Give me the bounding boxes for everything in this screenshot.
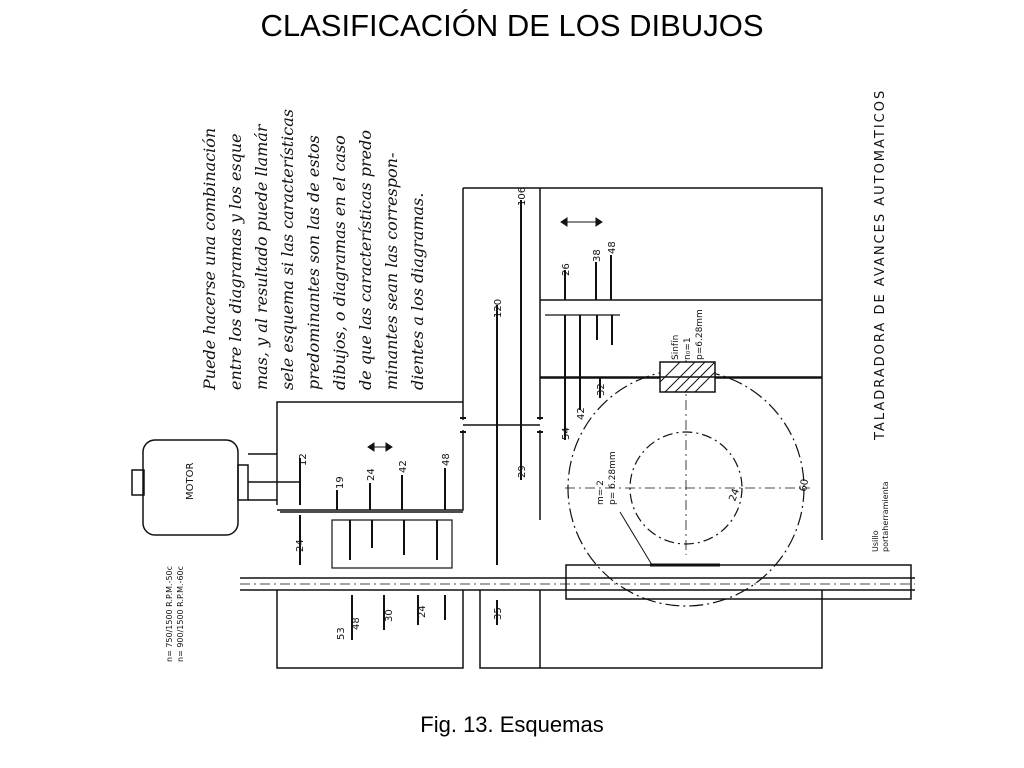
gear-label-48a: 48 bbox=[441, 453, 452, 466]
gear-label-32: 32 bbox=[596, 383, 607, 396]
worm-label-line-2: n₀=1 bbox=[683, 337, 693, 360]
gear-label-24c: 24 bbox=[417, 605, 428, 618]
note-line-8: minantes sean las correspon- bbox=[382, 153, 401, 390]
gear-label-12: 12 bbox=[298, 453, 309, 466]
note-line-4: sele esquema si las características bbox=[278, 109, 297, 390]
speed-notes: n= 750/1500 R.P.M.-50c n= 900/1500 R.P.M… bbox=[165, 566, 185, 662]
gear-label-54: 54 bbox=[561, 427, 572, 440]
speed-note-60c: n= 900/1500 R.P.M.-60c bbox=[176, 566, 185, 662]
tool-spindle bbox=[240, 563, 915, 600]
tool-spindle-line-2: portaherramienta bbox=[881, 481, 890, 552]
gear-label-48c: 48 bbox=[607, 241, 618, 254]
gear-module-label: m= 2 p= 6.28mm bbox=[596, 451, 618, 505]
tool-spindle-line-1: Usillo bbox=[871, 530, 880, 552]
worm-label-line-1: Sinfín bbox=[671, 335, 681, 360]
worm-label-line-3: p=6.28mm bbox=[695, 309, 705, 360]
left-gear-cluster bbox=[280, 442, 463, 640]
gear-module-line-2: p= 6.28mm bbox=[608, 451, 618, 505]
note-line-2: entre los diagramas y los esque bbox=[226, 133, 245, 390]
gear-label-24a: 24 bbox=[366, 468, 377, 481]
gear-label-26: 26 bbox=[561, 263, 572, 276]
gear-label-120: 120 bbox=[493, 299, 504, 318]
motor-label: MOTOR bbox=[185, 463, 196, 500]
motor: MOTOR bbox=[131, 439, 300, 536]
note-line-5: predominantes son las de estos bbox=[304, 135, 323, 390]
gear-label-106: 106 bbox=[517, 187, 528, 206]
gear-label-35: 35 bbox=[493, 607, 504, 620]
gear-label-53: 53 bbox=[336, 627, 347, 640]
note-line-6: dibujos, o diagramas en el caso bbox=[330, 135, 349, 390]
note-line-7: de que las características predo bbox=[356, 130, 375, 390]
gear-label-60: 60 bbox=[798, 478, 811, 492]
tool-spindle-label: Usillo portaherramienta bbox=[871, 481, 890, 552]
slide-title: CLASIFICACIÓN DE LOS DIBUJOS bbox=[260, 8, 764, 43]
gear-label-42a: 42 bbox=[398, 460, 409, 473]
gear-labels: 12 19 24 42 48 24 53 48 30 24 106 120 29… bbox=[295, 187, 811, 640]
note-line-9: dientes a los diagramas. bbox=[408, 193, 427, 390]
figure-caption: Fig. 13. Esquemas bbox=[420, 712, 604, 737]
gear-label-24b: 24 bbox=[295, 539, 306, 552]
side-title: TALADRADORA DE AVANCES AUTOMATICOS bbox=[873, 89, 888, 441]
handwritten-note: Puede hacerse una combinación entre los … bbox=[200, 109, 427, 391]
note-line-1: Puede hacerse una combinación bbox=[200, 128, 219, 391]
gear-label-24d: 24 bbox=[727, 487, 742, 503]
gear-label-19: 19 bbox=[335, 476, 346, 489]
gear-label-38: 38 bbox=[592, 249, 603, 262]
gear-label-42b: 42 bbox=[576, 407, 587, 420]
gear-module-line-1: m= 2 bbox=[596, 480, 606, 505]
speed-note-50c: n= 750/1500 R.P.M.-50c bbox=[165, 566, 174, 662]
middle-shafts bbox=[460, 200, 543, 625]
gearbox-housing bbox=[276, 187, 823, 669]
worm-label: Sinfín n₀=1 p=6.28mm bbox=[671, 309, 705, 360]
worm-screw bbox=[540, 361, 822, 393]
note-line-3: mas, y al resultado puede llamár bbox=[252, 123, 271, 390]
gear-label-30: 30 bbox=[384, 609, 395, 622]
right-gear-cluster bbox=[545, 217, 620, 440]
gear-label-29: 29 bbox=[517, 465, 528, 478]
gear-label-48b: 48 bbox=[351, 617, 362, 630]
